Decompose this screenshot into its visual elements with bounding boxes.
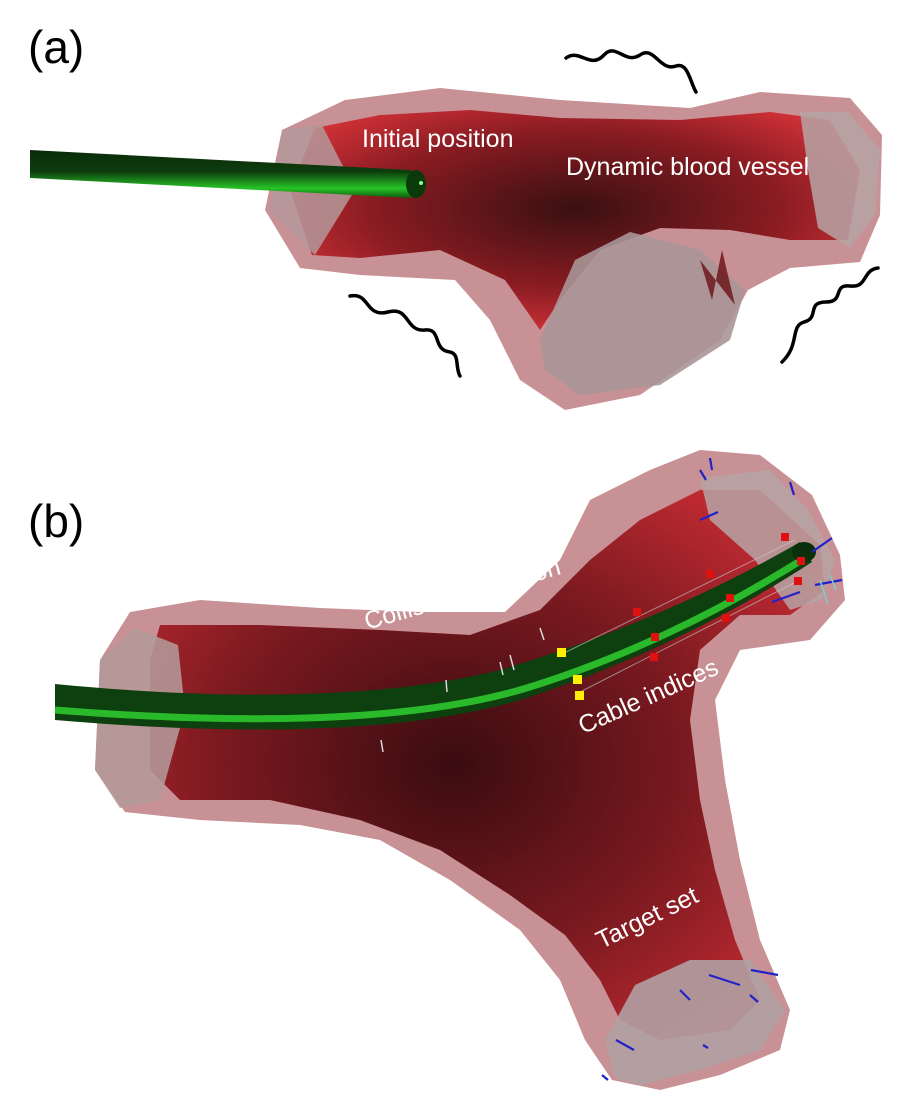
target-arrow — [615, 1039, 635, 1051]
target-arrow — [699, 510, 719, 522]
collision-marker — [557, 648, 566, 657]
cable-marker — [706, 570, 714, 578]
vessel-a-bottom-opening — [540, 232, 745, 395]
target-arrow — [679, 989, 691, 1001]
vessel-a-fold — [700, 250, 735, 305]
vessel-a — [265, 88, 882, 410]
catheter-a — [30, 150, 426, 198]
target-arrow — [708, 457, 714, 471]
cable-marker — [797, 557, 805, 565]
catheter-a-body — [30, 150, 419, 198]
vessel-a-lumen — [290, 110, 860, 330]
target-arrow — [814, 578, 843, 587]
vessel-a-right-opening — [800, 112, 880, 248]
label-initial-position: Initial position — [362, 125, 514, 153]
target-arrow — [811, 537, 833, 553]
vessel-b-top-opening — [700, 470, 835, 610]
target-arrows-top — [699, 457, 843, 604]
target-arrow — [788, 481, 796, 496]
motion-lines-a — [348, 49, 880, 378]
collision-markers — [557, 648, 584, 700]
collision-ticks — [380, 627, 545, 753]
catheter-b — [54, 539, 816, 730]
target-arrow — [771, 590, 801, 604]
motion-line-top — [564, 49, 698, 94]
catheter-a-tip — [406, 170, 426, 198]
normal-vectors — [819, 574, 837, 605]
cable-marker — [794, 577, 802, 585]
cable-marker — [633, 608, 641, 616]
cable-marker — [651, 633, 659, 641]
motion-line-left — [348, 293, 462, 378]
target-arrow — [750, 968, 779, 977]
panel-tag-b: (b) — [28, 495, 85, 547]
target-arrow — [708, 973, 741, 987]
target-arrow — [699, 469, 707, 481]
motion-line-right — [780, 266, 880, 364]
collision-marker — [575, 691, 584, 700]
target-arrow — [601, 1074, 609, 1081]
cable-marker — [781, 533, 789, 541]
target-arrow — [702, 1044, 709, 1049]
panel-tag-a: (a) — [28, 21, 85, 73]
vessel-b-bottom-opening — [605, 960, 785, 1085]
target-arrow — [749, 994, 759, 1003]
cable-marker — [722, 614, 730, 622]
cable-marker — [726, 594, 734, 602]
cable-marker — [650, 653, 658, 661]
collision-marker — [573, 675, 582, 684]
target-arrows-bottom — [601, 968, 779, 1081]
label-dynamic-blood-vessel: Dynamic blood vessel — [566, 153, 810, 181]
cable-markers — [633, 533, 805, 661]
vessel-b — [95, 450, 845, 1090]
